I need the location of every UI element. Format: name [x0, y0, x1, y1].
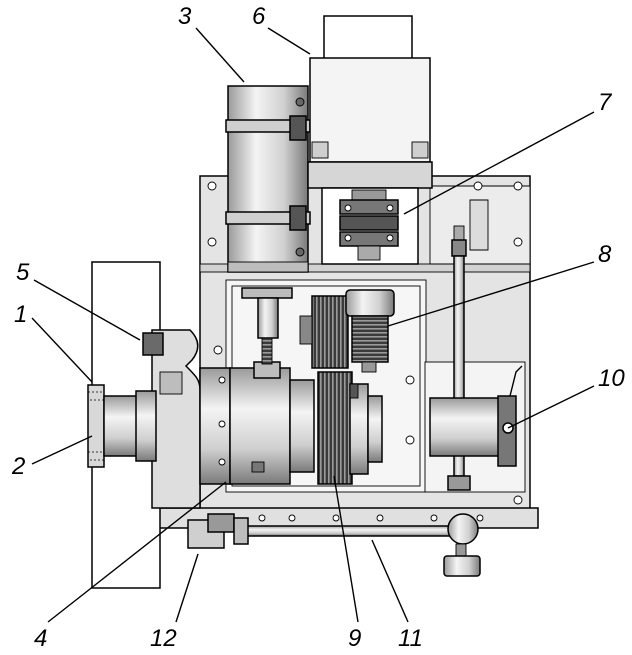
- cylinder: [225, 85, 311, 273]
- callout-7: 7: [598, 89, 613, 116]
- left-flange: [142, 329, 201, 509]
- callout-2: 2: [11, 453, 25, 480]
- linkage: [239, 513, 481, 577]
- guide-rod: [447, 225, 471, 491]
- callout-8: 8: [598, 241, 612, 268]
- callout-10: 10: [598, 365, 625, 392]
- output-shaft: [87, 384, 157, 468]
- motor: [307, 15, 433, 189]
- callout-6: 6: [252, 3, 266, 30]
- clutch-drum: [199, 361, 315, 485]
- callout-4: 4: [34, 625, 47, 652]
- callout-1: 1: [14, 301, 27, 328]
- callout-labels: 1 2 3 4 5 6 7 8 9 10 11 12: [11, 3, 625, 652]
- leader-lines: [31, 27, 595, 623]
- drive-gear: [317, 371, 383, 485]
- callout-12: 12: [150, 625, 177, 652]
- coupling: [321, 187, 419, 265]
- sensor: [429, 365, 523, 467]
- callout-9: 9: [348, 625, 361, 652]
- clamp: [187, 513, 249, 549]
- adjusting-screw: [241, 287, 293, 365]
- callout-11: 11: [398, 625, 423, 652]
- callout-3: 3: [178, 3, 192, 30]
- worm-gear: [299, 289, 395, 373]
- callout-5: 5: [16, 259, 30, 286]
